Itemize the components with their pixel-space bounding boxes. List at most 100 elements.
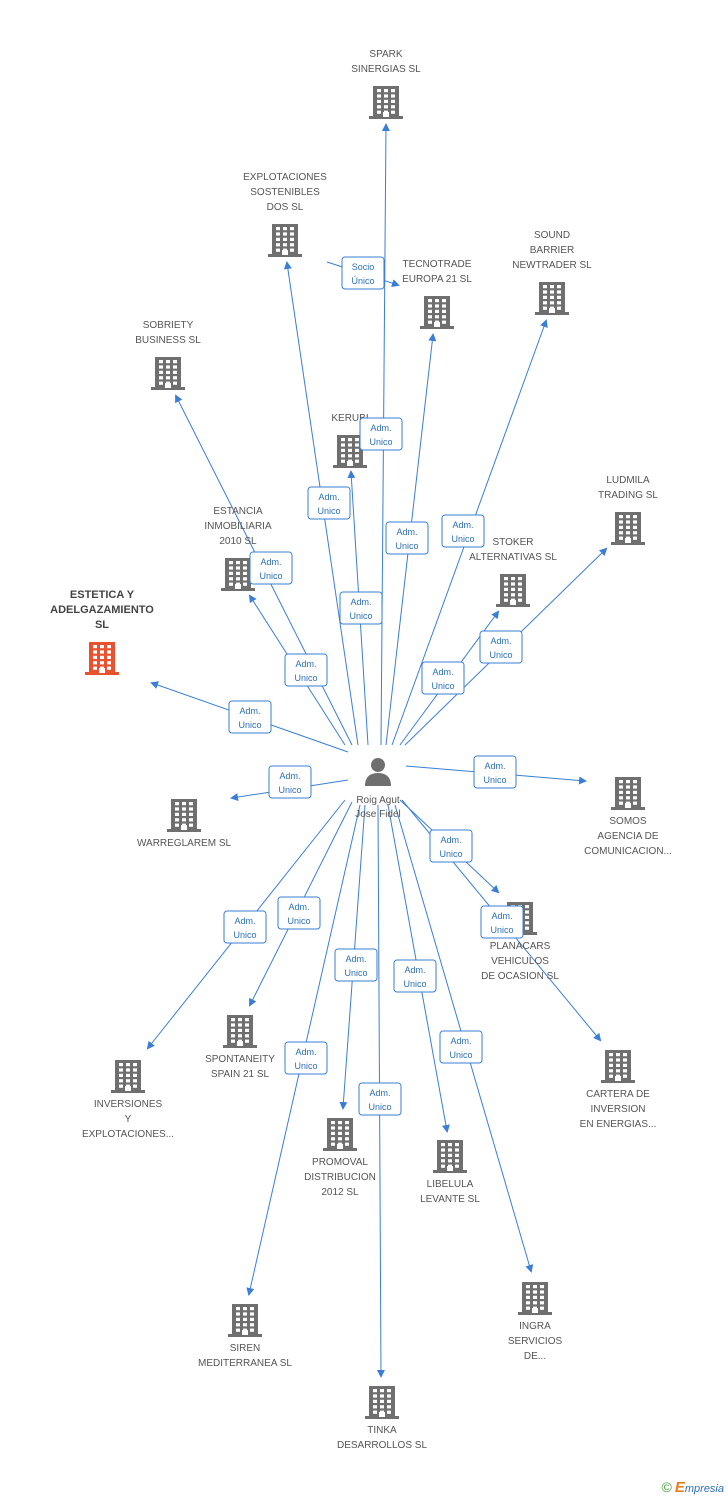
edge-label-box — [358, 1082, 402, 1116]
company-label-line: MEDITERRANEA SL — [198, 1358, 292, 1369]
company-label-line: DE OCASION SL — [481, 971, 559, 982]
company-node-kerubi[interactable]: KERUBI — [331, 413, 369, 468]
company-label-line: BARRIER — [530, 245, 574, 256]
edge-label-estetica[interactable]: Adm.Unico — [228, 700, 272, 734]
edge-label-text: Unico — [439, 849, 462, 859]
company-label-line: DOS SL — [267, 202, 304, 213]
brand-logo-text: mpresia — [684, 1483, 724, 1495]
edge-label-promoval[interactable]: Adm.Unico — [334, 948, 378, 982]
edge-label-text: Unico — [489, 650, 512, 660]
company-label-line: LIBELULA — [427, 1179, 474, 1190]
company-label-line: INVERSION — [590, 1104, 645, 1115]
edge-label-explotaciones_sostenibles[interactable]: Adm.Unico — [307, 486, 351, 520]
edge-label-text: Adm. — [404, 965, 425, 975]
edge-label-text: Adm. — [288, 902, 309, 912]
edge-label-box — [385, 521, 429, 555]
company-label-line: SOUND — [534, 230, 570, 241]
edge-label-spark[interactable]: Adm.Unico — [359, 417, 403, 451]
edge-label-stoker[interactable]: Adm.Unico — [421, 661, 465, 695]
edge-label-ingra[interactable]: Adm.Unico — [439, 1030, 483, 1064]
company-label-line: SOMOS — [609, 816, 647, 827]
company-label-line: LUDMILA — [606, 475, 650, 486]
building-icon — [365, 1386, 399, 1419]
building-icon — [268, 224, 302, 257]
edge-label-text: Adm. — [350, 597, 371, 607]
edge-label-siren[interactable]: Adm.Unico — [284, 1041, 328, 1075]
edge-label-inversiones[interactable]: Adm. Unico — [223, 910, 267, 944]
edge-label-spontaneity[interactable]: Adm. Unico — [277, 896, 321, 930]
edge-label-box — [249, 551, 293, 585]
edge-label-box — [473, 755, 517, 789]
edge-label-text: Unico — [368, 1102, 391, 1112]
edge-label-box — [480, 905, 524, 939]
company-label-line: SERVICIOS — [508, 1336, 563, 1347]
edge-label-ludmila[interactable]: Adm.Unico — [479, 630, 523, 664]
edge-label-libelula[interactable]: Adm.Unico — [393, 959, 437, 993]
company-label-line: DESARROLLOS SL — [337, 1440, 427, 1451]
company-node-inversiones[interactable]: INVERSIONESYEXPLOTACIONES... — [82, 1060, 174, 1140]
company-label-line: WARREGLAREM SL — [137, 838, 232, 849]
edge-label-text: Unico — [233, 930, 256, 940]
edge-label-text: Unico — [278, 785, 301, 795]
company-label-line: SOSTENIBLES — [250, 187, 320, 198]
company-label-line: STOKER — [493, 537, 534, 548]
edge-label-kerubi[interactable]: Adm. Unico — [339, 591, 383, 625]
edge-label-text: Unico — [451, 534, 474, 544]
edge-label-box — [393, 959, 437, 993]
building-icon — [223, 1015, 257, 1048]
edge-label-tinka[interactable]: Adm.Unico — [358, 1082, 402, 1116]
company-label-line: INMOBILIARIA — [204, 521, 272, 532]
edge-label-text: Adm. — [234, 916, 255, 926]
edge-label-text: Unico — [287, 916, 310, 926]
edge-label-text: Unico — [349, 611, 372, 621]
person-icon — [365, 758, 391, 786]
building-icon — [601, 1050, 635, 1083]
edge-label-tecnotrade[interactable]: Adm.Unico — [385, 521, 429, 555]
edge-label-somos[interactable]: Adm.Unico — [473, 755, 517, 789]
edge-label-estancia[interactable]: Adm.Unico — [284, 653, 328, 687]
edge-label-text: Unico — [483, 775, 506, 785]
edge-label-sound_barrier[interactable]: Adm.Unico — [441, 514, 485, 548]
company-node-siren[interactable]: SIREN MEDITERRANEA SL — [198, 1304, 292, 1369]
building-icon — [518, 1282, 552, 1315]
company-node-warreglarem[interactable]: WARREGLAREM SL — [137, 799, 232, 849]
company-label-line: PLANACARS — [490, 941, 551, 952]
edge-label-warreglarem[interactable]: Adm.Unico — [268, 765, 312, 799]
company-node-ingra[interactable]: INGRASERVICIOSDE... — [508, 1282, 563, 1362]
copyright-icon: © — [661, 1479, 672, 1495]
edge-label-planacars[interactable]: Adm.Unico — [429, 829, 473, 863]
edge-label-sobriety[interactable]: Adm.Unico — [249, 551, 293, 585]
building-icon — [496, 574, 530, 607]
company-label-line: SPONTANEITY — [205, 1054, 275, 1065]
building-icon — [167, 799, 201, 832]
edge-label-box — [223, 910, 267, 944]
building-icon — [333, 435, 367, 468]
company-label-line: SIREN — [230, 1343, 261, 1354]
edge-label-cartera[interactable]: Adm.Unico — [480, 905, 524, 939]
building-icon — [85, 642, 119, 675]
building-icon — [221, 558, 255, 591]
building-icon — [433, 1140, 467, 1173]
edge-label-text: Unico — [395, 541, 418, 551]
edge-label-text: Unico — [344, 968, 367, 978]
edge-label-text: Adm. — [260, 557, 281, 567]
company-label-line: INVERSIONES — [94, 1099, 163, 1110]
edge-label-box — [284, 653, 328, 687]
